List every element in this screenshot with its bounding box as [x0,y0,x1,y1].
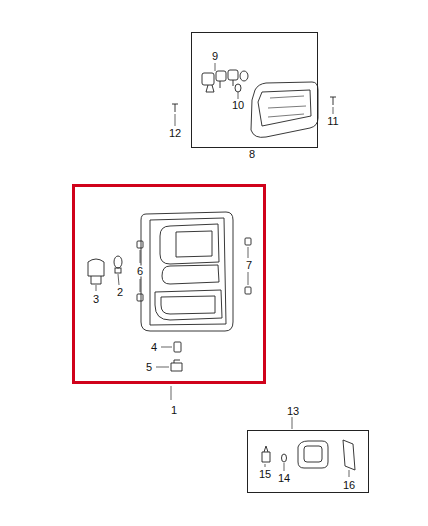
tail-lamp-housing [141,212,233,331]
group-box: 8 [191,32,318,148]
clip [245,287,251,294]
screw [172,104,178,112]
callout-number: 7 [245,260,253,271]
callout-number: 13 [286,406,300,417]
callout-number: 15 [258,469,272,480]
screw [330,97,336,105]
callout-number: 1 [170,405,178,416]
clip [137,241,143,248]
callout-number: 10 [231,100,245,111]
callout-number: 3 [92,294,100,305]
clip [137,294,143,301]
socket [262,446,270,462]
callout-number: 12 [168,128,182,139]
lamp-middle-cell [162,265,219,284]
callout-number: 2 [116,287,124,298]
bulb [282,454,287,462]
socket [88,259,104,276]
clip [245,238,251,245]
group-box: 1 [72,184,266,384]
callout-number: 16 [342,480,356,491]
nut [171,360,182,371]
callout-number: 4 [150,342,158,353]
lens [343,440,355,470]
bolt [174,342,181,352]
stop-lamp-housing [251,82,318,137]
stop-lamp-lens [258,90,311,126]
socket [202,73,214,85]
bulb [114,256,122,268]
callout-number: 8 [248,149,256,160]
callout-number: 6 [136,266,144,277]
lamp-lower-lens [155,290,222,320]
callout-number: 5 [145,362,153,373]
bulb [240,71,248,81]
lamp-upper-cell [160,224,219,264]
license-lamp [298,441,328,468]
callout-number: 9 [211,51,219,62]
callout-number: 14 [277,473,291,484]
drawing [88,63,355,477]
callout-number: 11 [326,116,339,127]
